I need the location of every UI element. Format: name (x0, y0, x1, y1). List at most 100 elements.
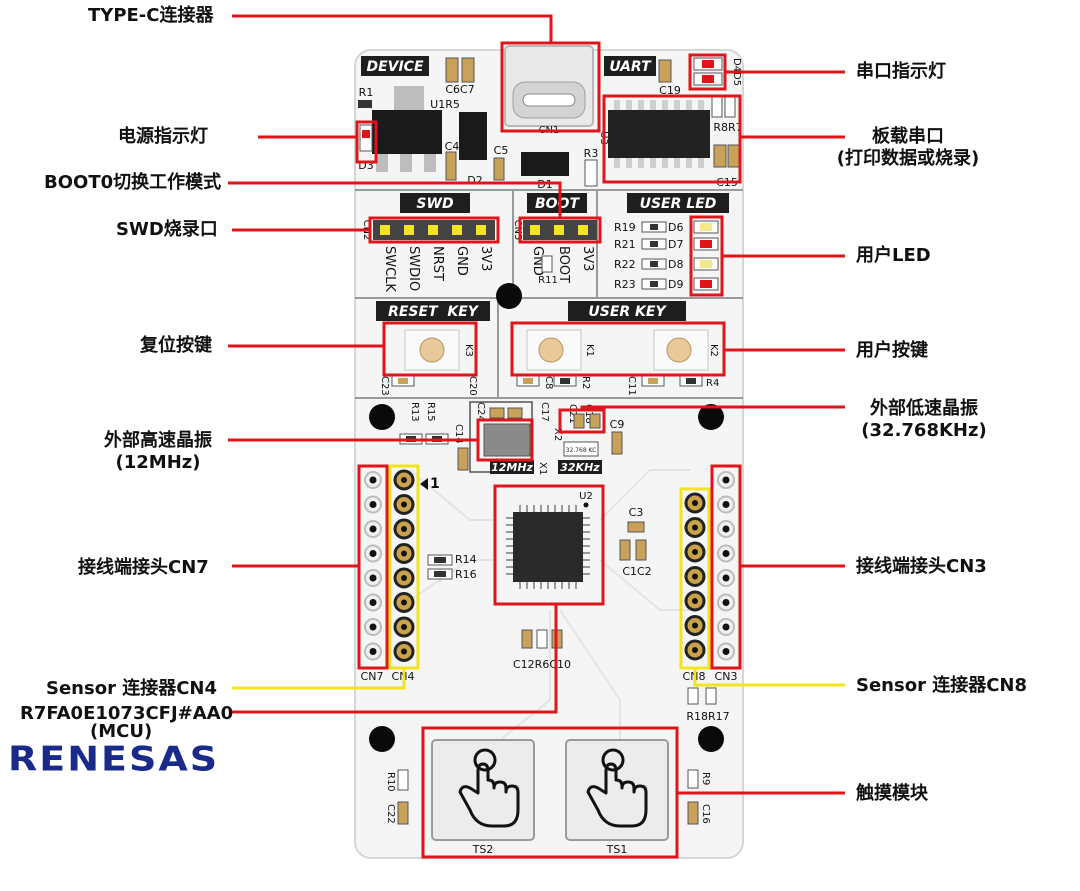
header-pin-hole (401, 624, 407, 630)
header-cn8 (684, 492, 706, 661)
header-pin-hole (401, 477, 407, 483)
label-c6c7: C6C7 (445, 83, 474, 96)
swd-pin-swdio: SWDIO (406, 246, 421, 291)
led-diode-label: D8 (668, 258, 683, 271)
label-x2: X2 (552, 428, 563, 441)
label-c5: C5 (494, 144, 509, 157)
header-pin-hole (692, 622, 698, 629)
led-diode-label: D7 (668, 238, 683, 251)
label-cn7: CN7 (361, 670, 384, 683)
user-led-group: R19 D6 R21 D7 R22 D8 R23 D9 (614, 220, 719, 291)
label-c11: C11 (626, 376, 637, 396)
label-x1: X1 (537, 462, 548, 475)
header-swd: SWD (416, 196, 453, 212)
header-cn3 (717, 471, 735, 661)
led-resistor-label: R19 (614, 221, 636, 234)
callout-onboard-uart-line1: 板载串口 (872, 126, 944, 147)
callout-low-xtal-line2: (32.768KHz) (861, 420, 987, 441)
swd-pin-nrst: NRST (430, 246, 445, 281)
label-r4: R4 (706, 378, 719, 389)
callout-high-xtal-line1: 外部高速晶振 (104, 430, 212, 451)
header-pin-hole (692, 573, 698, 580)
header-pin-hole (369, 648, 377, 655)
swd-pin-gnd: GND (454, 246, 469, 276)
header-boot: BOOT (535, 196, 580, 212)
header-pin-hole (369, 599, 377, 606)
header-device: DEVICE (366, 59, 424, 75)
label-c21: C21 (567, 404, 578, 424)
label-c12r6c10: C12R6C10 (513, 658, 571, 671)
power-section: R1 U1R5 D3 C4 D2 C5 C6C7 D1 R3 (358, 57, 599, 191)
header-pin-hole (722, 476, 730, 484)
header-pin-hole (401, 648, 407, 655)
label-r8r7: R8R7 (713, 121, 742, 134)
header-pin-hole (369, 623, 377, 631)
callout-onboard-uart-line2: (打印数据或烧录) (836, 148, 980, 169)
led-row: R19 D6 (614, 220, 719, 234)
label-c9: C9 (610, 418, 625, 431)
callout-type-c: TYPE-C连接器 (88, 5, 214, 26)
label-k2: K2 (708, 344, 719, 357)
callout-onboard-uart: 板载串口 (打印数据或烧录) (816, 126, 1000, 170)
label-r13: R13 (409, 402, 420, 422)
header-user-key: USER KEY (588, 304, 667, 320)
callout-high-xtal: 外部高速晶振 (12MHz) (78, 430, 238, 474)
header-pin-hole (722, 501, 730, 508)
label-r15: R15 (425, 402, 436, 422)
label-c19: C19 (659, 84, 681, 97)
label-xtal-lo: 32KHz (560, 461, 600, 474)
led-row: R23 D9 (614, 277, 719, 291)
header-pin-hole (692, 549, 698, 555)
callout-user-led: 用户LED (856, 245, 931, 266)
label-u1r5: U1R5 (430, 98, 460, 111)
label-xtal-lo-body: 32.768 KC (566, 447, 597, 454)
boot-pin-boot: BOOT (556, 246, 571, 283)
pin-headers (364, 469, 735, 662)
callout-high-xtal-line2: (12MHz) (115, 452, 201, 473)
header-pin-hole (369, 476, 377, 484)
label-c20: C20 (467, 376, 478, 396)
callout-reset-key: 复位按键 (140, 335, 212, 356)
header-user-led: USER LED (640, 196, 717, 212)
label-r18r17: R18R17 (686, 710, 729, 723)
label-c3: C3 (629, 506, 644, 519)
header-pin-hole (401, 526, 407, 532)
label-r1: R1 (359, 86, 374, 99)
label-c4: C4 (445, 140, 460, 153)
header-pin-hole (401, 599, 407, 606)
header-cn7 (364, 471, 382, 661)
callout-mcu-label: (MCU) (90, 721, 153, 742)
label-cn5: CN5 (512, 220, 523, 241)
callout-low-xtal-line1: 外部低速晶振 (870, 398, 978, 419)
label-xtal-hi: 12MHz (491, 461, 533, 474)
led-diode-label: D6 (668, 221, 683, 234)
callout-cn3: 接线端接头CN3 (856, 556, 987, 577)
label-u2: U2 (579, 491, 593, 502)
label-r10: R10 (385, 772, 396, 792)
label-c8: C8 (543, 376, 554, 389)
led-diode-label: D9 (668, 278, 683, 291)
label-r14: R14 (455, 553, 477, 566)
mcu-chip: 1 U2 C3 C1C2 R14 R16 C12R6C10 (420, 476, 652, 671)
label-k3: K3 (463, 344, 474, 357)
label-c22: C22 (385, 804, 396, 824)
callout-user-key: 用户按键 (856, 340, 928, 361)
led-row: R21 D7 (614, 237, 719, 251)
label-r3: R3 (584, 147, 599, 160)
callout-power-led: 电源指示灯 (118, 126, 208, 147)
renesas-logo: RENESAS (8, 739, 220, 779)
label-k1: K1 (584, 344, 595, 357)
header-pin-hole (369, 574, 377, 582)
callout-touch: 触摸模块 (856, 783, 928, 804)
label-c16: C16 (700, 804, 711, 824)
callout-mcu-part: R7FA0E1073CFJ#AA0 (20, 703, 234, 724)
led-row: R22 D8 (614, 257, 719, 271)
swd-pin-swclk: SWCLK (382, 246, 397, 292)
pcb-board (354, 49, 744, 859)
label-ts2: TS2 (472, 843, 494, 856)
label-ts1: TS1 (606, 843, 628, 856)
label-r2: R2 (580, 376, 591, 389)
section-headers: DEVICE UART SWD BOOT USER LED RESET KEY … (361, 56, 729, 321)
header-pin-hole (692, 500, 698, 506)
